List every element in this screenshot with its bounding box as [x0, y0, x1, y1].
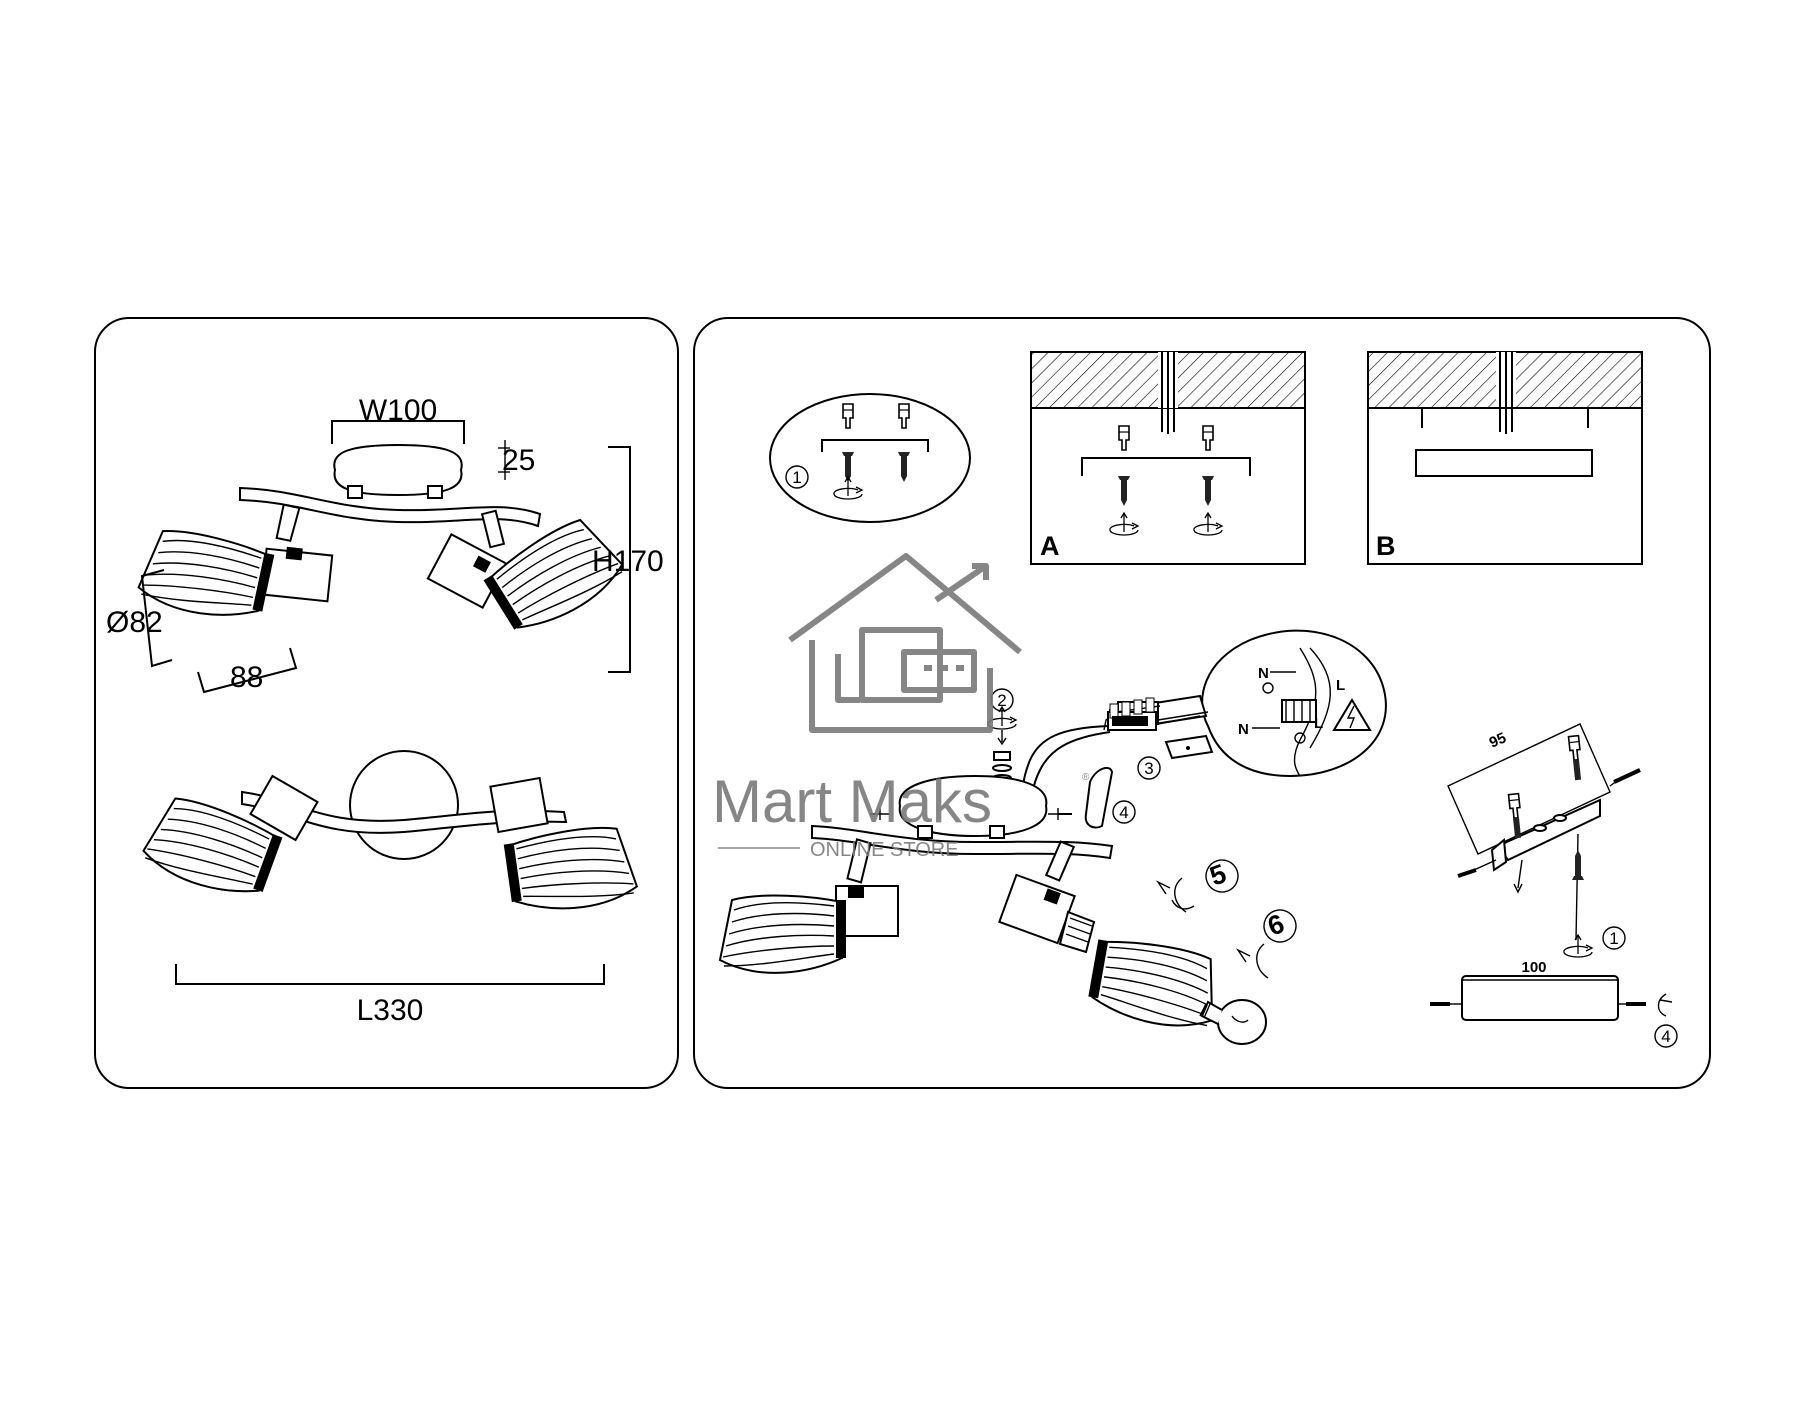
- diameter-dimension: Ø82: [106, 569, 173, 668]
- length-dimension: L330: [175, 964, 605, 1027]
- wire-live-bottom: L: [1314, 715, 1323, 732]
- bracket-side-label: 95: [1487, 729, 1509, 751]
- width-label: W100: [359, 394, 437, 427]
- length-label: L330: [357, 994, 424, 1027]
- diameter-label: Ø82: [106, 606, 163, 639]
- assembly-fixture: 4 5 6: [719, 766, 1297, 1045]
- mount-option-a: A: [1030, 351, 1306, 565]
- bracket-step-1-label: 1: [1609, 929, 1618, 948]
- shade-length-dimension: 88: [197, 647, 298, 694]
- wiring-detail: N L N L: [1201, 629, 1387, 778]
- dimensions-panel: [94, 317, 679, 1089]
- option-a-label: A: [1040, 531, 1060, 561]
- brand-watermark: Mart Maks ® ONLINE STORE: [712, 553, 1090, 861]
- wire-neutral-bottom: N: [1238, 721, 1249, 738]
- step-6-rotate: 6: [1235, 908, 1297, 979]
- step-1-label: 1: [792, 468, 801, 487]
- terminal-block: 3: [1021, 694, 1214, 805]
- height-dimension: H170: [592, 446, 664, 673]
- step-3-label: 3: [1144, 759, 1153, 778]
- watermark-tagline: ONLINE STORE: [810, 839, 959, 861]
- step-5-rotate: 5: [1155, 858, 1239, 913]
- depth-label: 25: [502, 444, 535, 477]
- bracket-width-label: 100: [1521, 959, 1546, 976]
- front-view-fixture: [134, 443, 631, 644]
- mount-option-b: B: [1367, 351, 1643, 565]
- watermark-registered: ®: [1082, 772, 1090, 783]
- depth-dimension: 25: [498, 440, 535, 480]
- step-2-label: 2: [997, 691, 1006, 710]
- bulb-icon: [1199, 999, 1267, 1045]
- width-dimension: W100: [331, 394, 465, 444]
- wire-neutral-top: N: [1258, 665, 1269, 682]
- mounting-bracket-flat: 100 4: [1430, 959, 1678, 1048]
- option-b-label: B: [1376, 531, 1396, 561]
- installation-panel: [693, 317, 1711, 1089]
- step-4-label: 4: [1119, 803, 1128, 822]
- step-1-drill-ellipse: 1: [769, 393, 971, 523]
- mounting-bracket-perspective: 1 95: [1447, 723, 1641, 958]
- top-view-fixture: [138, 750, 640, 918]
- watermark-brand: Mart Maks: [712, 768, 992, 835]
- bracket-step-4-label: 4: [1661, 1027, 1670, 1046]
- height-label: H170: [592, 545, 664, 578]
- wire-live-top: L: [1336, 677, 1345, 694]
- electric-hazard-icon: [1332, 698, 1372, 731]
- shade-length-label: 88: [230, 661, 263, 694]
